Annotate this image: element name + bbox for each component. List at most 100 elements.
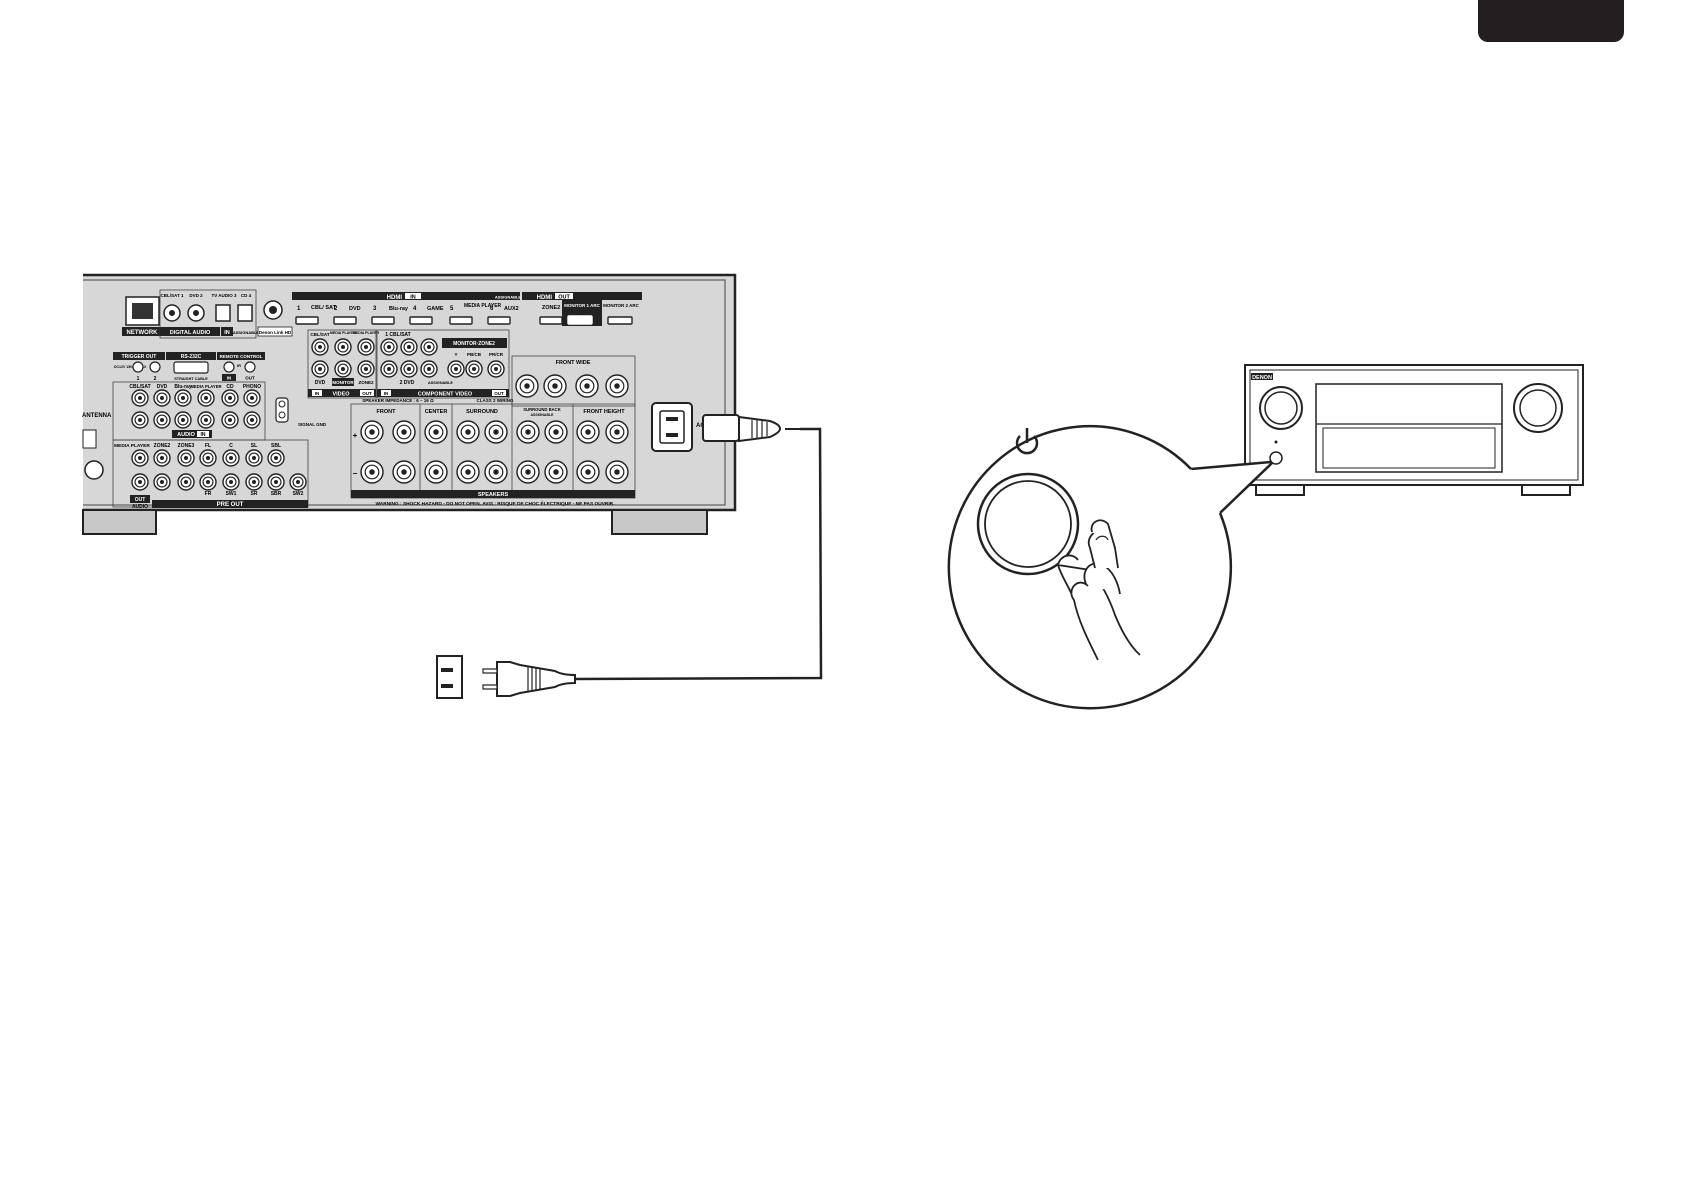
hdmi-out-port[interactable]	[567, 315, 593, 325]
audio-in-jack[interactable]	[197, 389, 215, 407]
zone-out-jack[interactable]	[131, 449, 149, 467]
optical-jack[interactable]	[215, 304, 231, 322]
optical-jack[interactable]	[237, 304, 253, 322]
svg-text:MEDIA PLAYER: MEDIA PLAYER	[330, 331, 356, 335]
component-out-jack[interactable]	[487, 360, 505, 378]
audio-in-jack[interactable]	[131, 411, 149, 429]
audio-in-jack[interactable]	[243, 411, 261, 429]
audio-in-jack[interactable]	[153, 411, 171, 429]
speaker-terminal[interactable]	[576, 460, 600, 484]
video-jack[interactable]	[311, 338, 329, 356]
speaker-terminal[interactable]	[424, 420, 448, 444]
component-jack[interactable]	[400, 360, 418, 378]
audio-in-jack[interactable]	[131, 389, 149, 407]
speaker-terminal[interactable]	[605, 460, 629, 484]
speaker-terminal[interactable]	[544, 420, 568, 444]
svg-text:1: 1	[137, 376, 140, 382]
remote-in-jack[interactable]	[223, 361, 235, 373]
video-jack[interactable]	[357, 338, 375, 356]
svg-text:MEDIA PLAYER: MEDIA PLAYER	[114, 443, 150, 449]
zone-out-jack[interactable]	[177, 449, 195, 467]
svg-text:Blu-ray: Blu-ray	[174, 384, 191, 390]
component-out-jack[interactable]	[465, 360, 483, 378]
audio-in-jack[interactable]	[221, 389, 239, 407]
svg-text:SPEAKERS: SPEAKERS	[478, 492, 509, 498]
audio-in-jack[interactable]	[243, 389, 261, 407]
svg-text:SW1: SW1	[226, 491, 237, 497]
speaker-terminal[interactable]	[576, 420, 600, 444]
pre-out-jack[interactable]	[267, 473, 285, 491]
pre-out-jack[interactable]	[199, 473, 217, 491]
hdmi-in-port[interactable]	[449, 316, 473, 325]
audio-in-jack[interactable]	[174, 411, 192, 429]
video-jack[interactable]	[311, 360, 329, 378]
speaker-terminal[interactable]	[392, 420, 416, 444]
audio-in-jack[interactable]	[197, 411, 215, 429]
hdmi-in-port[interactable]	[295, 316, 319, 325]
hdmi-in-port[interactable]	[333, 316, 357, 325]
speaker-terminal[interactable]	[516, 460, 540, 484]
component-jack[interactable]	[420, 338, 438, 356]
power-button[interactable]	[1269, 451, 1283, 465]
zone-out-jack[interactable]	[153, 473, 171, 491]
component-jack[interactable]	[380, 360, 398, 378]
speaker-terminal[interactable]	[575, 374, 599, 398]
speaker-terminal[interactable]	[605, 420, 629, 444]
video-jack[interactable]	[334, 338, 352, 356]
pre-out-jack[interactable]	[222, 473, 240, 491]
component-out-jack[interactable]	[447, 360, 465, 378]
hdmi-out-port[interactable]	[539, 316, 563, 325]
speaker-terminal[interactable]	[456, 460, 480, 484]
speaker-terminal[interactable]	[543, 374, 567, 398]
speaker-terminal[interactable]	[360, 420, 384, 444]
svg-text:IN: IN	[315, 391, 320, 396]
speaker-terminals-section: FRONT WIDE SPEAKER IMPEDANCE : 6 – 16 Ω …	[350, 355, 636, 499]
svg-text:ZONE3: ZONE3	[178, 443, 195, 449]
speaker-terminal[interactable]	[484, 460, 508, 484]
svg-text:SURROUND BACK: SURROUND BACK	[523, 407, 560, 412]
pre-out-jack[interactable]	[222, 449, 240, 467]
hdmi-in-section: HDMI IN ASSIGNABLE 1 CBL/ SAT 2 DVD 3 Bl…	[292, 292, 521, 325]
audio-in-jack[interactable]	[153, 389, 171, 407]
video-jack[interactable]	[334, 360, 352, 378]
audio-in-jack[interactable]	[174, 389, 192, 407]
speaker-terminal[interactable]	[484, 420, 508, 444]
hdmi-in-port[interactable]	[487, 316, 511, 325]
speaker-terminal[interactable]	[515, 374, 539, 398]
svg-text:SW2: SW2	[293, 491, 304, 497]
hdmi-in-port[interactable]	[371, 316, 395, 325]
pre-out-jack[interactable]	[199, 449, 217, 467]
antenna-jack[interactable]	[84, 460, 104, 480]
trigger-jack[interactable]	[132, 361, 144, 373]
network-port[interactable]: NETWORK	[122, 296, 163, 336]
trigger-jack[interactable]	[149, 361, 161, 373]
hdmi-out-port[interactable]	[607, 316, 633, 325]
zone-out-jack[interactable]	[177, 473, 195, 491]
hdmi-in-port[interactable]	[409, 316, 433, 325]
pre-out-jack[interactable]	[289, 473, 307, 491]
zone-out-jack[interactable]	[153, 449, 171, 467]
component-jack[interactable]	[420, 360, 438, 378]
remote-out-jack[interactable]	[244, 361, 256, 373]
denon-link-port[interactable]: Denon Link HD	[257, 300, 293, 337]
speaker-terminal[interactable]	[605, 374, 629, 398]
svg-text:IN: IN	[201, 432, 206, 438]
svg-text:CBL/SAT: CBL/SAT	[129, 384, 150, 390]
signal-gnd-terminal[interactable]: SIGNAL GND	[275, 397, 327, 427]
speaker-terminal[interactable]	[424, 460, 448, 484]
component-jack[interactable]	[400, 338, 418, 356]
pre-out-jack[interactable]	[267, 449, 285, 467]
speaker-terminal[interactable]	[516, 420, 540, 444]
pre-out-jack[interactable]	[245, 449, 263, 467]
rs232c-port[interactable]	[173, 361, 209, 374]
audio-in-jack[interactable]	[221, 411, 239, 429]
zone-out-jack[interactable]	[131, 473, 149, 491]
speaker-terminal[interactable]	[456, 420, 480, 444]
speaker-terminal[interactable]	[544, 460, 568, 484]
component-jack[interactable]	[380, 338, 398, 356]
pre-out-jack[interactable]	[245, 473, 263, 491]
svg-text:GAME: GAME	[427, 306, 444, 312]
speaker-terminal[interactable]	[392, 460, 416, 484]
speaker-terminal[interactable]	[360, 460, 384, 484]
video-jack[interactable]	[357, 360, 375, 378]
